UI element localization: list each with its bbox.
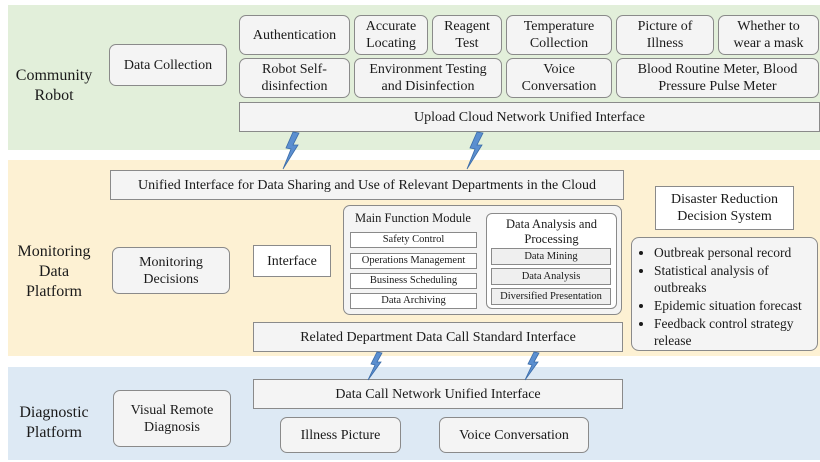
connector-bolt-4 [524,351,540,381]
data-call-interface-box: Data Call Network Unified Interface [253,379,623,409]
accurate-locating-box: Accurate Locating [354,15,428,55]
statistical-analysis-item: Statistical analysis of outbreaks [654,262,811,296]
data-analysis-title: Data Analysis and Processing [506,217,597,246]
diversified-presentation-box: Diversified Presentation [491,288,611,305]
authentication-box: Authentication [239,15,350,55]
related-department-interface-box: Related Department Data Call Standard In… [253,322,623,352]
safety-control-box: Safety Control [350,232,477,248]
upload-cloud-interface-box: Upload Cloud Network Unified Interface [239,102,820,132]
unified-data-sharing-interface-box: Unified Interface for Data Sharing and U… [110,170,624,200]
data-mining-box: Data Mining [491,248,611,265]
main-function-module-title: Main Function Module [355,211,471,225]
community-robot-label: Community Robot [15,67,93,104]
connector-bolt-2 [466,131,484,170]
visual-remote-diagnosis-box: Visual Remote Diagnosis [113,390,231,447]
voice-conversation-box: Voice Conversation [506,58,612,98]
epidemic-forecast-item: Epidemic situation forecast [654,297,811,314]
data-analysis-box: Data Analysis [491,268,611,285]
environment-testing-box: Environment Testing and Disinfection [354,58,502,98]
reagent-test-box: Reagent Test [432,15,502,55]
connector-bolt-3 [367,351,383,381]
disaster-reduction-list: Outbreak personal record Statistical ana… [631,237,818,351]
disaster-reduction-box: Disaster Reduction Decision System [655,186,794,230]
mask-check-box: Whether to wear a mask [718,15,819,55]
data-archiving-box: Data Archiving [350,293,477,309]
connector-bolt-1 [282,131,300,170]
temperature-collection-box: Temperature Collection [506,15,612,55]
feedback-control-item: Feedback control strategy release [654,315,811,349]
blood-meter-box: Blood Routine Meter, Blood Pressure Puls… [616,58,819,98]
monitoring-decisions-box: Monitoring Decisions [112,247,230,294]
data-collection-box: Data Collection [109,44,227,86]
business-scheduling-box: Business Scheduling [350,273,477,289]
voice-conversation-diag-box: Voice Conversation [439,417,589,453]
outbreak-record-item: Outbreak personal record [654,244,811,261]
operations-management-box: Operations Management [350,253,477,269]
monitoring-platform-label: Monitoring Data Platform [17,243,91,300]
interface-box: Interface [253,245,331,277]
illness-picture-box: Illness Picture [280,417,401,453]
robot-self-disinfection-box: Robot Self-disinfection [239,58,350,98]
picture-of-illness-box: Picture of Illness [616,15,714,55]
diagnostic-platform-label: Diagnostic Platform [19,404,89,441]
